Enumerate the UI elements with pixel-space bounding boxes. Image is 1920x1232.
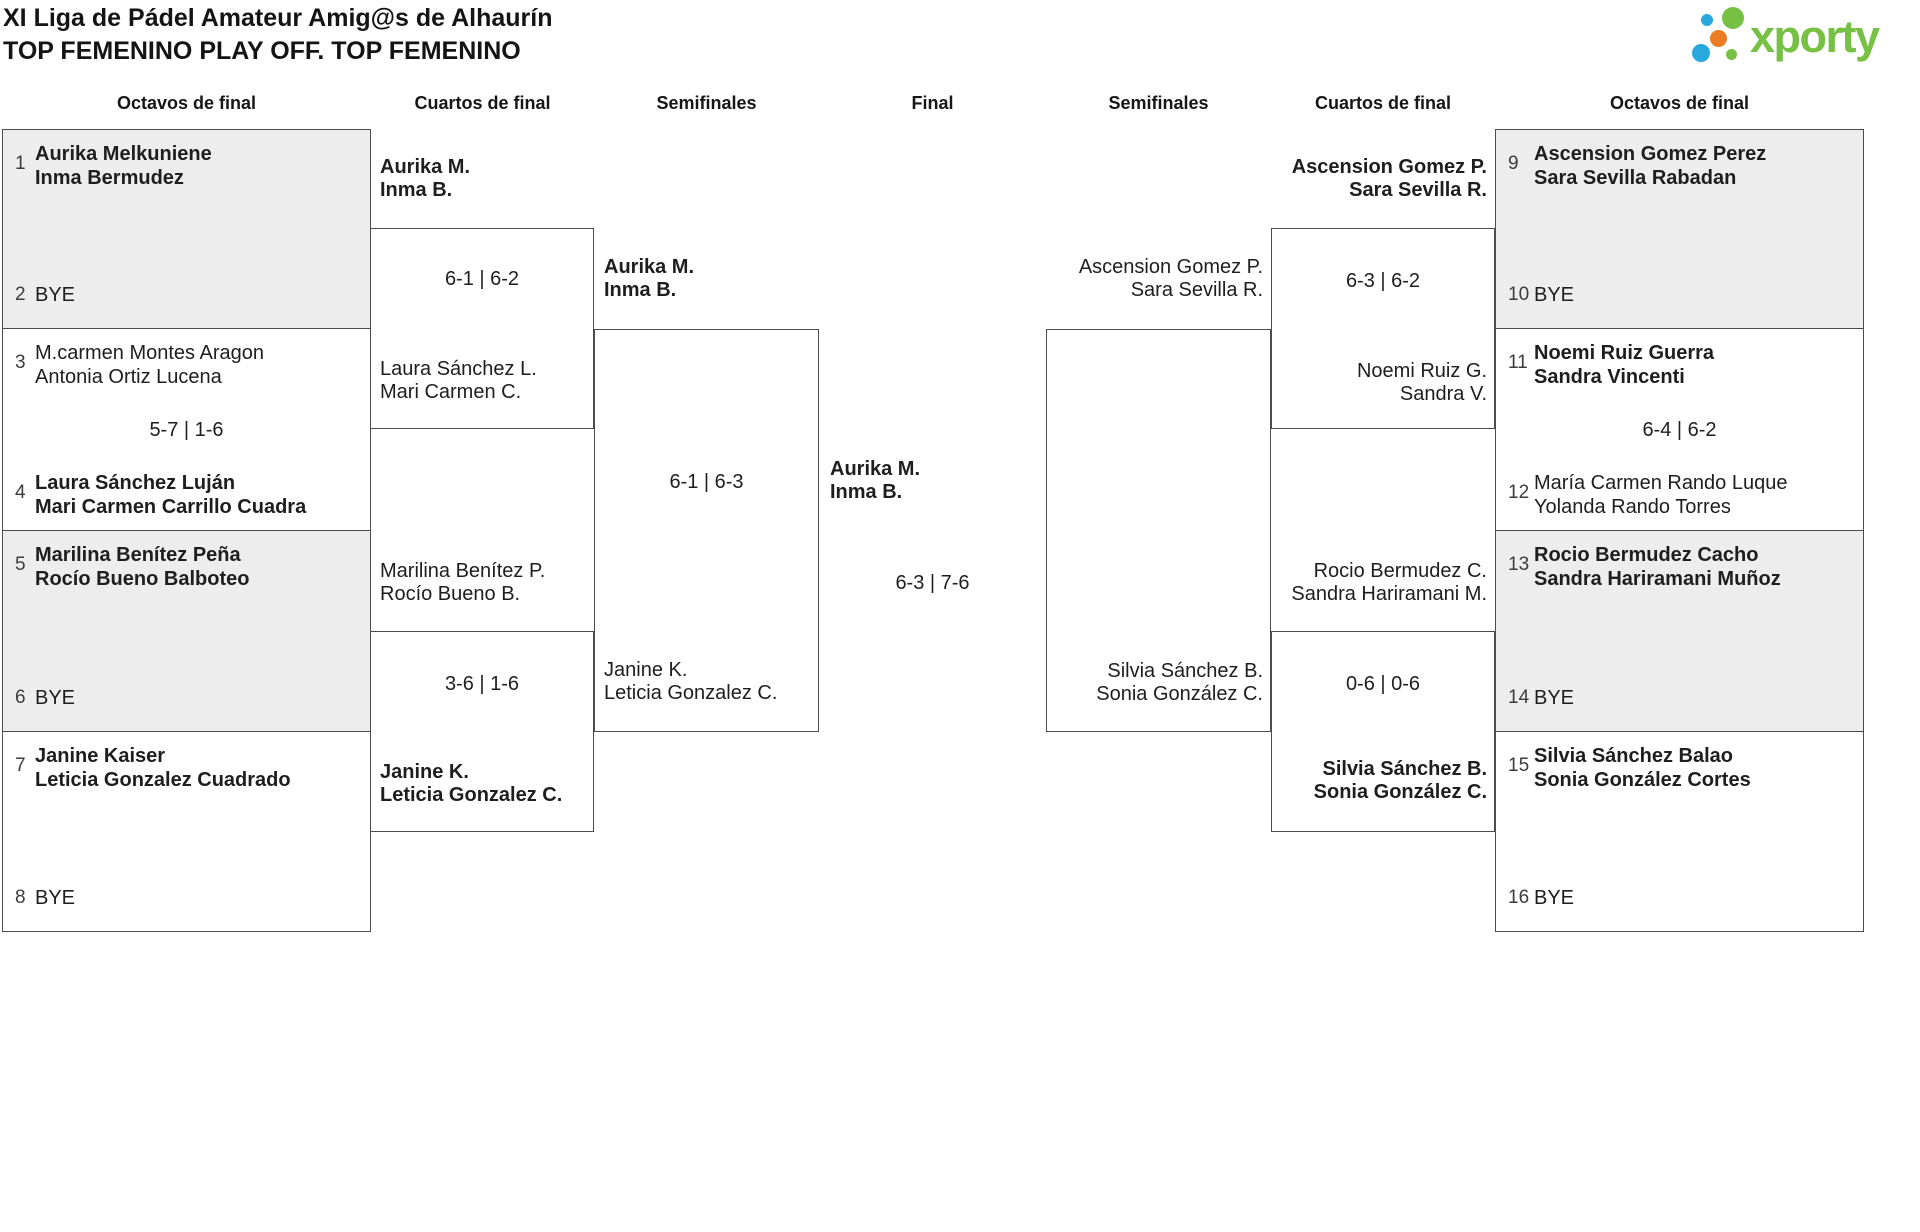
seed-number: 1 — [15, 153, 26, 174]
seed-number: 13 — [1508, 554, 1530, 575]
column-header-octavos-right: Octavos de final — [1609, 93, 1750, 113]
seed-number: 9 — [1508, 153, 1519, 174]
match-score-qf-right-1: 6-3 | 6-2 — [1345, 270, 1421, 292]
seed-number: 11 — [1508, 352, 1528, 373]
team-label-qf-right-2-top: Rocio Bermudez C. Sandra Hariramani M. — [1291, 560, 1487, 605]
match-box-r16-4: 7 Janine Kaiser Leticia Gonzalez Cuadrad… — [2, 731, 371, 932]
team-label-qf-right-1-bottom: Noemi Ruiz G. Sandra V. — [1356, 360, 1487, 405]
bye-label: BYE — [1534, 887, 1575, 909]
team-player-2: Antonia Ortiz Lucena — [35, 366, 222, 388]
seed-number: 8 — [15, 887, 26, 908]
match-box-r16-7: 13 Rocio Bermudez Cacho Sandra Hariraman… — [1495, 530, 1864, 732]
match-box-qf-left-1 — [370, 228, 594, 429]
team-player-1: Marilina Benítez Peña — [35, 544, 241, 566]
match-box-r16-8: 15 Silvia Sánchez Balao Sonia González C… — [1495, 731, 1864, 932]
logo-dot-green-small — [1726, 49, 1737, 60]
page-title: XI Liga de Pádel Amateur Amig@s de Alhau… — [3, 2, 553, 68]
match-box-qf-right-1 — [1271, 228, 1495, 429]
bye-label: BYE — [35, 687, 76, 709]
team-label-qf-left-2-bottom: Janine K. Leticia Gonzalez C. — [380, 761, 563, 806]
team-player-2: Sandra Vincenti — [1534, 366, 1685, 388]
column-header-octavos-left: Octavos de final — [116, 93, 257, 113]
match-box-r16-1: 1 Aurika Melkuniene Inma Bermudez 2 BYE — [2, 129, 371, 329]
seed-number: 2 — [15, 284, 26, 305]
bye-label: BYE — [1534, 687, 1575, 709]
team-label-sf-left-top: Aurika M. Inma B. — [604, 256, 695, 301]
logo-dot-green-large — [1722, 7, 1744, 29]
bye-label: BYE — [1534, 284, 1575, 306]
team-label-qf-right-1-top: Ascension Gomez P. Sara Sevilla R. — [1291, 156, 1487, 201]
match-score-qf-left-1: 6-1 | 6-2 — [444, 268, 520, 290]
match-box-sf-right — [1046, 329, 1271, 732]
match-score-final: 6-3 | 7-6 — [895, 572, 970, 594]
bye-label: BYE — [35, 284, 76, 306]
team-player-1: Ascension Gomez Perez — [1534, 143, 1767, 165]
team-player-2: Inma Bermudez — [35, 167, 184, 189]
seed-number: 3 — [15, 352, 26, 373]
team-player-2: Sonia González Cortes — [1534, 769, 1751, 791]
team-player-2: Yolanda Rando Torres — [1534, 496, 1731, 518]
team-player-1: Laura Sánchez Luján — [35, 472, 236, 494]
team-label-sf-left-bottom: Janine K. Leticia Gonzalez C. — [604, 659, 778, 704]
logo-dot-blue-large — [1692, 44, 1710, 62]
match-score-sf-left: 6-1 | 6-3 — [669, 471, 744, 493]
match-box-r16-6: 11 Noemi Ruiz Guerra Sandra Vincenti 6-4… — [1495, 328, 1864, 531]
match-box-sf-left — [594, 329, 819, 732]
column-header-cuartos-left: Cuartos de final — [414, 93, 551, 113]
team-player-2: Sara Sevilla Rabadan — [1534, 167, 1737, 189]
team-player-2: Mari Carmen Carrillo Cuadra — [35, 496, 307, 518]
final-winner-label: Aurika M. Inma B. — [830, 458, 921, 503]
team-player-1: María Carmen Rando Luque — [1534, 472, 1788, 494]
team-label-qf-left-2-top: Marilina Benítez P. Rocío Bueno B. — [380, 560, 546, 605]
team-player-1: Rocio Bermudez Cacho — [1534, 544, 1759, 566]
match-box-qf-right-2 — [1271, 631, 1495, 832]
seed-number: 7 — [15, 755, 26, 776]
seed-number: 14 — [1508, 687, 1530, 708]
logo-dot-blue-small — [1701, 14, 1713, 26]
seed-number: 12 — [1508, 482, 1530, 503]
seed-number: 16 — [1508, 887, 1530, 908]
match-score: 6-4 | 6-2 — [1642, 418, 1717, 441]
match-box-r16-3: 5 Marilina Benítez Peña Rocío Bueno Balb… — [2, 530, 371, 732]
column-header-semis-right: Semifinales — [1108, 93, 1209, 113]
team-player-1: Silvia Sánchez Balao — [1534, 745, 1733, 767]
column-header-cuartos-right: Cuartos de final — [1314, 93, 1452, 113]
column-header-semis-left: Semifinales — [656, 93, 757, 113]
team-player-1: M.carmen Montes Aragon — [35, 342, 264, 364]
seed-number: 6 — [15, 687, 26, 708]
logo-dot-orange — [1710, 30, 1727, 47]
team-label-sf-right-bottom: Silvia Sánchez B. Sonia González C. — [1096, 660, 1263, 705]
match-box-r16-5: 9 Ascension Gomez Perez Sara Sevilla Rab… — [1495, 129, 1864, 329]
match-box-qf-left-2 — [370, 631, 594, 832]
team-label-qf-left-1-top: Aurika M. Inma B. — [380, 156, 471, 201]
match-score-qf-left-2: 3-6 | 1-6 — [444, 673, 520, 695]
seed-number: 4 — [15, 482, 26, 503]
team-player-2: Rocío Bueno Balboteo — [35, 568, 250, 590]
seed-number: 15 — [1508, 755, 1530, 776]
bye-label: BYE — [35, 887, 76, 909]
match-box-r16-2: 3 M.carmen Montes Aragon Antonia Ortiz L… — [2, 328, 371, 531]
team-player-1: Aurika Melkuniene — [35, 143, 212, 165]
team-label-sf-right-top: Ascension Gomez P. Sara Sevilla R. — [1078, 256, 1263, 301]
match-score-qf-right-2: 0-6 | 0-6 — [1345, 673, 1421, 695]
xporty-wordmark: xporty — [1750, 11, 1880, 62]
team-label-qf-right-2-bottom: Silvia Sánchez B. Sonia González C. — [1313, 758, 1487, 803]
seed-number: 10 — [1508, 284, 1530, 305]
tournament-name: XI Liga de Pádel Amateur Amig@s de Alhau… — [3, 4, 553, 32]
team-player-2: Leticia Gonzalez Cuadrado — [35, 769, 291, 791]
column-header-final: Final — [911, 93, 954, 113]
xporty-logo[interactable]: xporty — [1690, 5, 1910, 75]
team-label-qf-left-1-bottom: Laura Sánchez L. Mari Carmen C. — [380, 358, 537, 403]
seed-number: 5 — [15, 554, 26, 575]
match-score: 5-7 | 1-6 — [149, 418, 224, 441]
team-player-1: Noemi Ruiz Guerra — [1534, 342, 1715, 364]
category-name: TOP FEMENINO PLAY OFF. TOP FEMENINO — [3, 37, 521, 65]
team-player-1: Janine Kaiser — [35, 745, 166, 767]
team-player-2: Sandra Hariramani Muñoz — [1534, 568, 1781, 590]
